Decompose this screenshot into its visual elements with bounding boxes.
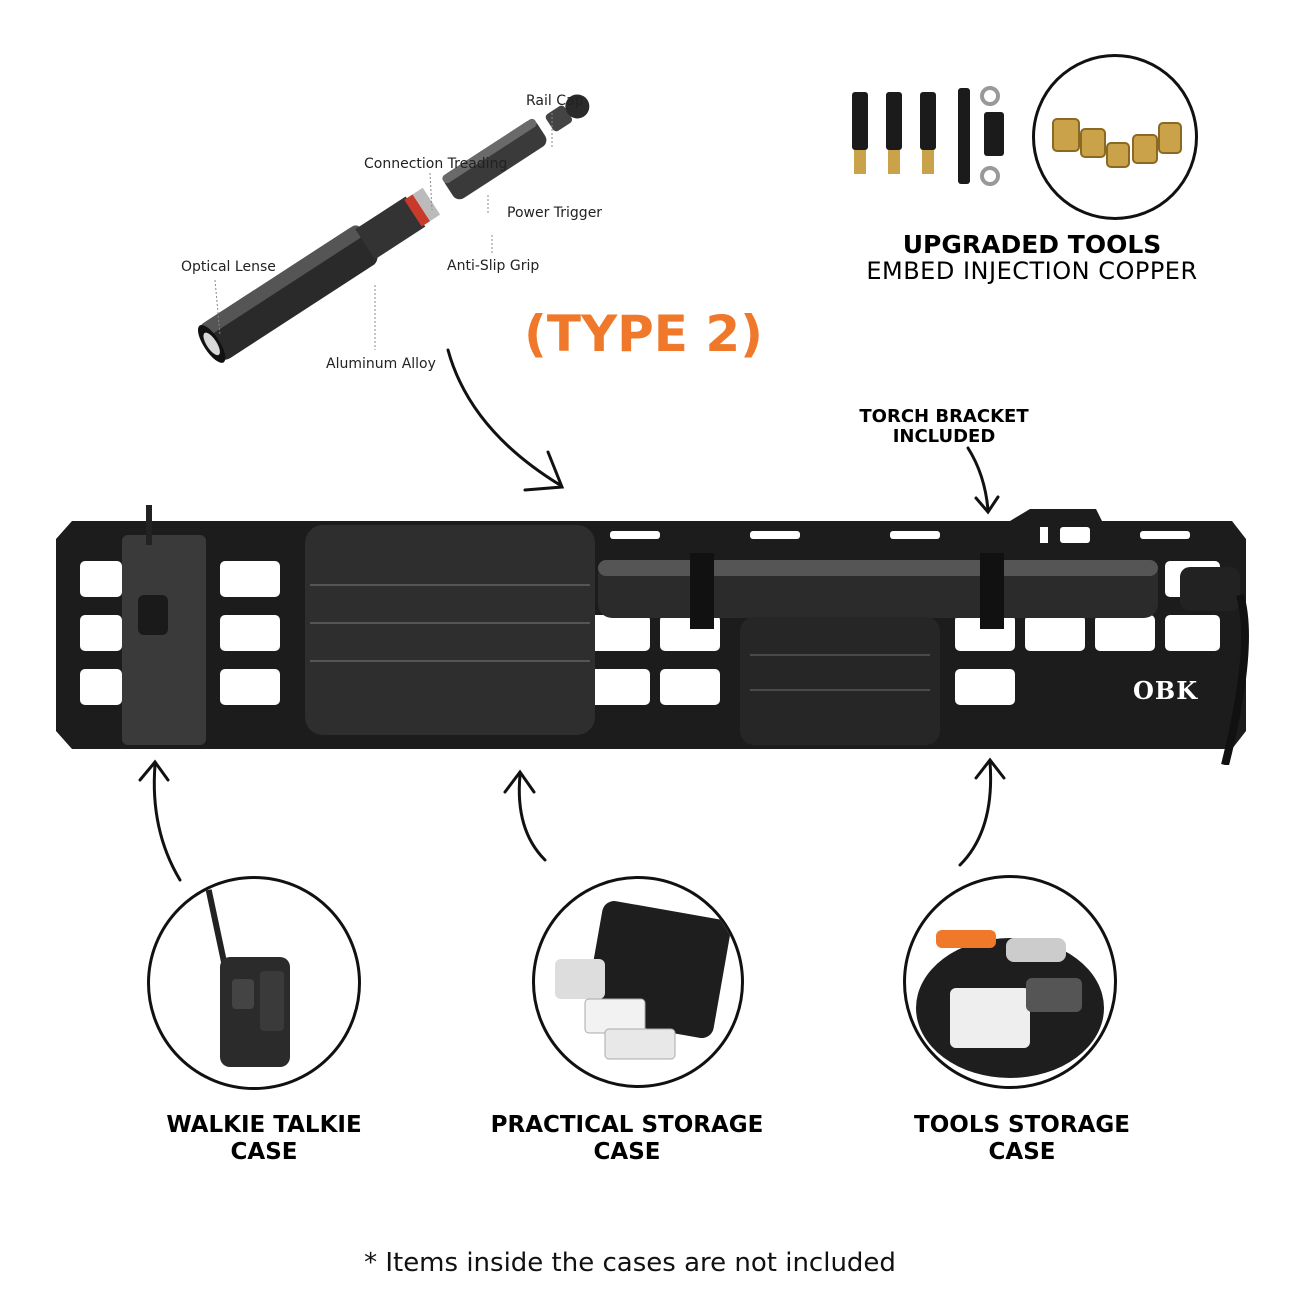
practical-storage-label-line2: CASE — [593, 1139, 661, 1165]
walkie-talkie-label-line1: WALKIE TALKIE — [166, 1112, 362, 1138]
practical-storage-case-circle — [532, 876, 744, 1088]
molle-panel — [50, 505, 1250, 765]
tools-hardware-image — [848, 82, 1028, 192]
practical-storage-case-image — [555, 901, 731, 1060]
tools-storage-label-line1: TOOLS STORAGE — [914, 1112, 1130, 1138]
label-aluminum-alloy: Aluminum Alloy — [326, 356, 436, 372]
walkie-talkie-label-line2: CASE — [230, 1139, 298, 1165]
curved-arrow-icon — [152, 763, 182, 882]
practical-storage-label-line1: PRACTICAL STORAGE — [490, 1112, 764, 1138]
type-label: (TYPE 2) — [524, 305, 764, 363]
brass-inserts-image — [1052, 118, 1182, 168]
panel-illustration — [56, 505, 1249, 765]
label-rail-cap: Rail Cap — [526, 93, 584, 109]
walkie-talkie-case-circle — [147, 876, 361, 1090]
curved-arrow-icon — [958, 760, 993, 867]
arrowhead-icon — [974, 757, 1006, 780]
walkie-talkie-case-image — [205, 889, 290, 1067]
arrowhead-icon — [974, 495, 1000, 515]
panel-logo: OBK — [1133, 676, 1199, 705]
curved-arrow-icon — [966, 446, 990, 512]
tools-storage-label-line2: CASE — [988, 1139, 1056, 1165]
footnote: * Items inside the cases are not include… — [364, 1248, 896, 1278]
arrowhead-icon — [523, 450, 565, 492]
torch-bracket-line1: TORCH BRACKET — [859, 406, 1029, 427]
label-optical-lense: Optical Lense — [181, 259, 276, 275]
tools-storage-case-circle — [903, 875, 1117, 1089]
arrowhead-icon — [138, 759, 170, 782]
arrowhead-icon — [503, 769, 536, 794]
tools-storage-case-image — [916, 930, 1104, 1078]
torch-bracket-line2: INCLUDED — [892, 426, 996, 447]
label-anti-slip-grip: Anti-Slip Grip — [447, 258, 540, 274]
curved-arrow-icon — [517, 773, 547, 862]
flashlight-diagram — [170, 85, 620, 395]
brass-inserts-circle — [1032, 54, 1198, 220]
label-power-trigger: Power Trigger — [507, 205, 603, 221]
tools-title-line1: UPGRADED TOOLS — [902, 230, 1162, 259]
flashlight-illustration — [197, 94, 590, 363]
label-connection-treading: Connection Treading — [364, 156, 508, 172]
curved-arrow-icon — [446, 348, 562, 487]
tools-title-line2: EMBED INJECTION COPPER — [866, 257, 1198, 285]
